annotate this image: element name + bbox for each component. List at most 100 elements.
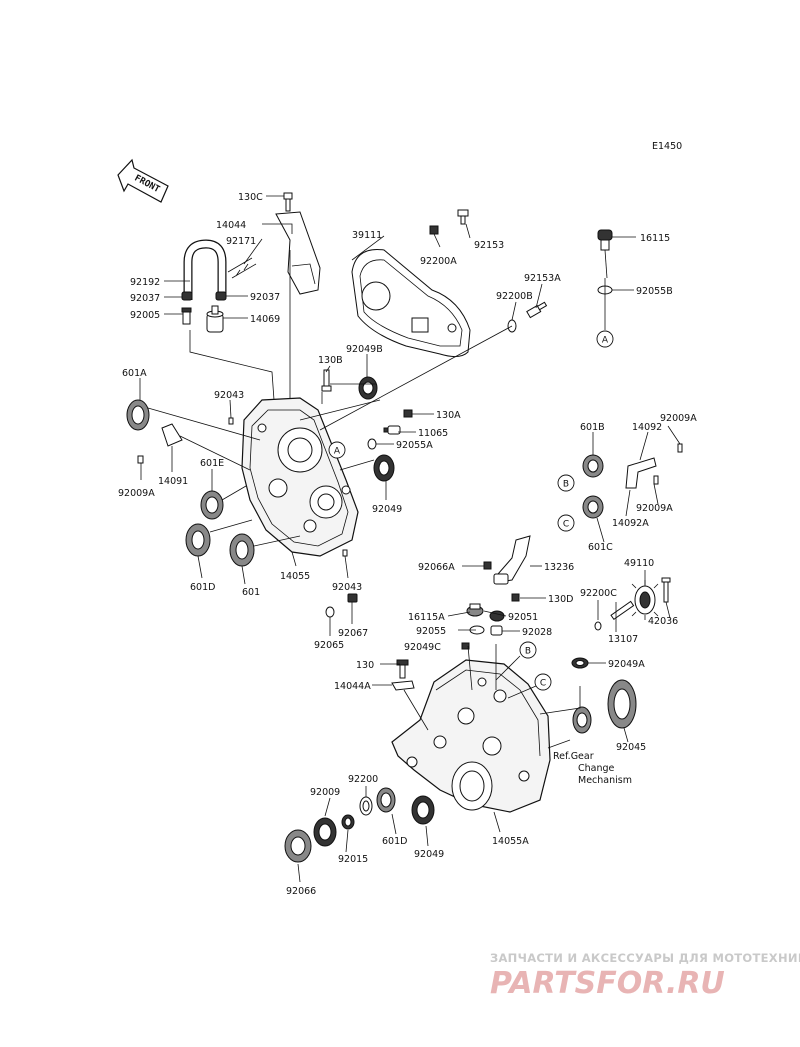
note-line-1: Ref.Gear (553, 751, 594, 762)
part-label: 92065 (314, 640, 344, 651)
gasket-39111 (351, 248, 471, 358)
part-label: 11065 (418, 428, 448, 439)
part-labels: 130C 14044 92171 92192 92037 92037 92005… (118, 192, 697, 897)
part-label: 14069 (250, 314, 280, 325)
clamp-92037-right (215, 291, 227, 301)
part-label: 13107 (608, 634, 638, 645)
case-cover-14055 (241, 397, 359, 557)
note-line-2: Change (578, 763, 615, 774)
part-label: 92049C (404, 642, 441, 653)
oil-seal-92045 (607, 679, 637, 729)
svg-text:A: A (334, 447, 341, 457)
diagram-code: E1450 (652, 141, 682, 152)
part-label: 92200B (496, 291, 533, 302)
part-label: 92049 (414, 849, 444, 860)
pin-92043-lower (342, 549, 348, 557)
oil-seal-92049-lower (411, 795, 435, 825)
part-label: 92171 (226, 236, 256, 247)
part-label: 92051 (508, 612, 538, 623)
washer-92065 (325, 606, 335, 618)
part-label: 601E (200, 458, 224, 469)
part-label: 92043 (332, 582, 362, 593)
part-label: 14055A (492, 836, 529, 847)
seal-92200 (359, 796, 373, 816)
svg-text:B: B (525, 647, 531, 657)
watermark-tagline: ЗАПЧАСТИ И АКСЕССУАРЫ ДЛЯ МОТОТЕХНИКИ (490, 951, 800, 965)
filter-14069 (206, 305, 224, 333)
part-label: 92200C (580, 588, 617, 599)
part-label: 49110 (624, 558, 654, 569)
bearing-601d (185, 523, 211, 557)
collar-92015 (341, 814, 355, 830)
cap-92066 (284, 829, 312, 863)
part-label: 130 (356, 660, 374, 671)
part-label: 14055 (280, 571, 310, 582)
part-label: 130D (548, 594, 573, 605)
part-label: 601 (242, 587, 260, 598)
bearing-601a (126, 399, 150, 431)
part-label: 16115A (408, 612, 445, 623)
bolt-130 (396, 659, 409, 679)
part-label: 14092 (632, 422, 662, 433)
svg-text:B: B (563, 480, 569, 490)
part-label: 92055B (636, 286, 673, 297)
clamp-92037-left (181, 291, 193, 301)
bolt-130c (283, 192, 293, 212)
part-label: 92009 (310, 787, 340, 798)
seal-92049c (461, 642, 470, 650)
part-label: 92009A (660, 413, 697, 424)
ref-marker-b-right: B (557, 474, 575, 492)
part-label: 39111 (352, 230, 382, 241)
bearing-601d-lower (376, 787, 396, 813)
valve-11065 (383, 425, 401, 435)
fitting-92005 (181, 307, 192, 325)
part-label: 14091 (158, 476, 188, 487)
bolt-92153 (457, 209, 469, 225)
gear-49110 (631, 580, 659, 620)
plate-14091 (161, 423, 183, 447)
bearing-601b (582, 454, 604, 478)
shift-arm-13236 (493, 535, 531, 585)
part-label: 92055A (396, 440, 433, 451)
part-label: 92043 (214, 390, 244, 401)
part-label: 92067 (338, 628, 368, 639)
washer-92200b (507, 319, 517, 333)
ref-marker-b-case: B (519, 641, 537, 659)
bolt-130d (511, 593, 520, 602)
part-label: 92192 (130, 277, 160, 288)
part-label: 16115 (640, 233, 670, 244)
bearing-601c (582, 495, 604, 519)
svg-text:C: C (563, 520, 569, 530)
collar-92028 (490, 625, 503, 636)
svg-text:C: C (540, 679, 546, 689)
hose-92192 (183, 239, 227, 300)
oil-seal-92049b (358, 376, 378, 400)
clamp-92171 (227, 257, 257, 279)
part-label: 92049 (372, 504, 402, 515)
washer-92200c (594, 621, 602, 631)
bearing-ref (572, 706, 592, 734)
part-label: 92045 (616, 742, 646, 753)
bearing-601e (200, 490, 224, 520)
part-label: 92200 (348, 774, 378, 785)
part-label: 92066 (286, 886, 316, 897)
part-label: 92049A (608, 659, 645, 670)
ref-marker-a-case: A (328, 441, 346, 459)
ref-marker-c-right: C (557, 514, 575, 532)
part-label: 130C (238, 192, 263, 203)
washer-92200a (429, 225, 439, 235)
screw-92009a-right (677, 443, 683, 453)
part-label: 92028 (522, 627, 552, 638)
part-label: 601A (122, 368, 147, 379)
part-label: 130A (436, 410, 461, 421)
seal-92049a (571, 657, 589, 669)
part-label: 14092A (612, 518, 649, 529)
plug-16115a (466, 603, 484, 617)
note-line-3: Mechanism (578, 775, 632, 786)
part-label: 13236 (544, 562, 574, 573)
dipstick-16115 (597, 229, 613, 279)
part-label: 601D (190, 582, 215, 593)
bracket-14044 (275, 211, 321, 295)
part-label: 92066A (418, 562, 455, 573)
